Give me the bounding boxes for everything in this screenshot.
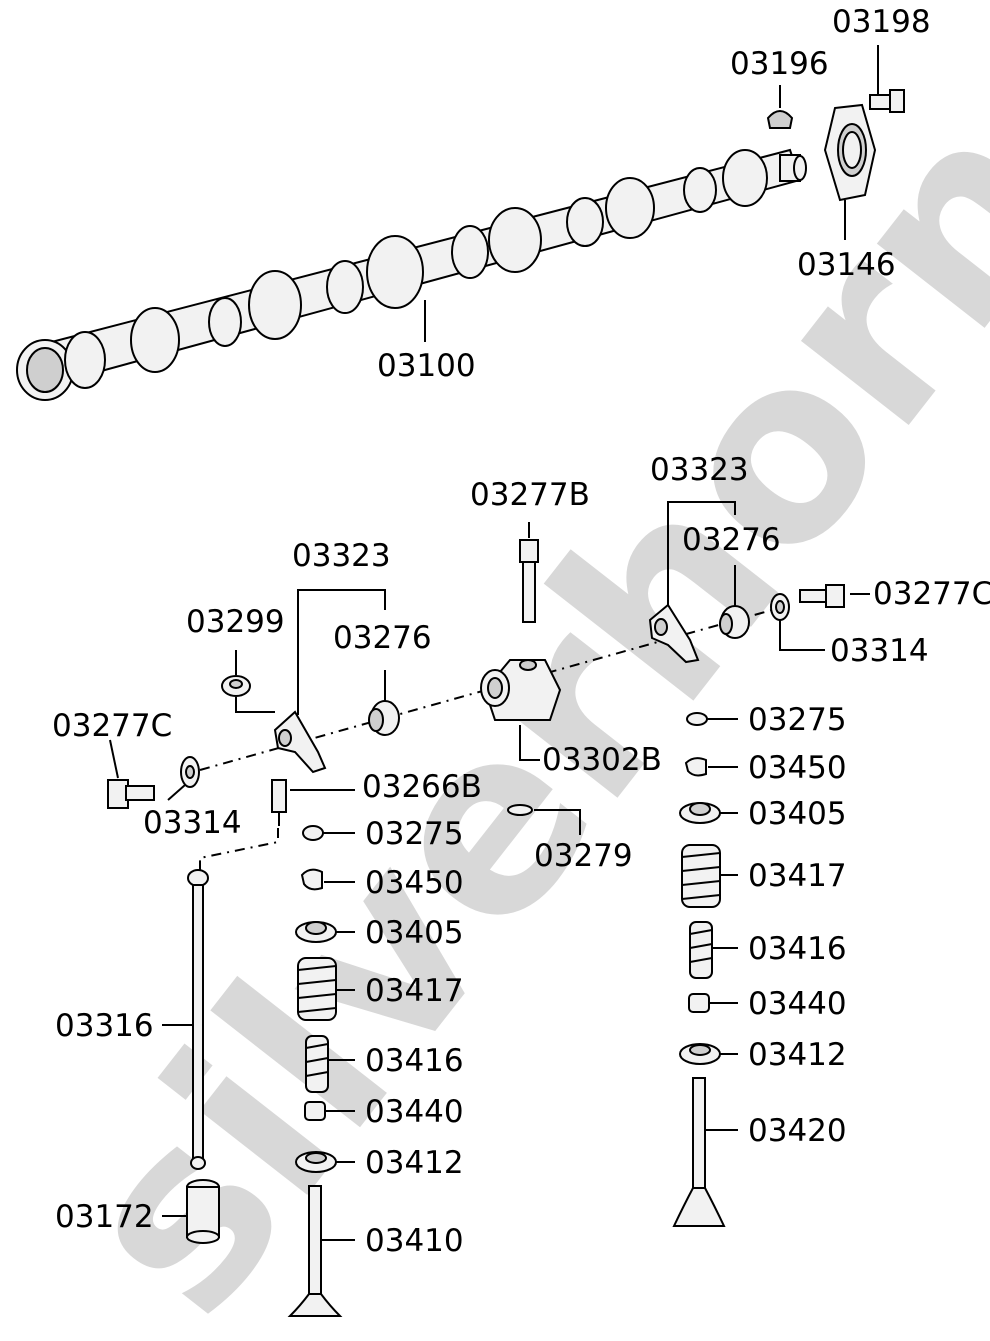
washer-03314-right: [770, 593, 790, 621]
rocker-bracket-03302b: [480, 659, 562, 721]
label-03417-left[interactable]: 03417: [365, 973, 464, 1009]
label-03172[interactable]: 03172: [55, 1199, 154, 1235]
label-03146[interactable]: 03146: [797, 247, 896, 283]
label-03277c-left[interactable]: 03277C: [52, 708, 172, 744]
camshaft-03100: [16, 148, 807, 401]
label-03314-right[interactable]: 03314: [830, 633, 929, 669]
label-03275-left[interactable]: 03275: [365, 816, 464, 852]
label-03416-left[interactable]: 03416: [365, 1043, 464, 1079]
label-03450-left[interactable]: 03450: [365, 865, 464, 901]
label-03266b[interactable]: 03266B: [362, 769, 482, 805]
label-03314-left[interactable]: 03314: [143, 805, 242, 841]
label-03279[interactable]: 03279: [534, 838, 633, 874]
label-03276-right[interactable]: 03276: [682, 522, 781, 558]
label-03405-left[interactable]: 03405: [365, 915, 464, 951]
label-03440-right[interactable]: 03440: [748, 986, 847, 1022]
label-03276-left[interactable]: 03276: [333, 620, 432, 656]
label-03277c-right[interactable]: 03277C: [873, 576, 990, 612]
inner-spring-03416-right: [689, 921, 713, 979]
cap-03275-right: [686, 712, 708, 726]
bolt-03198: [869, 89, 905, 113]
label-03299[interactable]: 03299: [186, 604, 285, 640]
cap-03275-left: [302, 825, 324, 841]
seat-03412-left: [295, 1151, 337, 1173]
valve-03420: [672, 1077, 726, 1227]
label-03277b[interactable]: 03277B: [470, 477, 590, 513]
label-03412-right[interactable]: 03412: [748, 1037, 847, 1073]
spacer-03276-left: [368, 700, 400, 736]
label-03410[interactable]: 03410: [365, 1223, 464, 1259]
part-03279: [507, 804, 533, 816]
seal-03440-left: [304, 1101, 326, 1121]
label-03450-right[interactable]: 03450: [748, 750, 847, 786]
label-03440-left[interactable]: 03440: [365, 1094, 464, 1130]
tappet-03172: [186, 1179, 220, 1244]
label-03316[interactable]: 03316: [55, 1008, 154, 1044]
push-rod-03316: [187, 869, 209, 1170]
key-03196: [766, 110, 794, 129]
thrust-plate-03146: [823, 103, 877, 202]
seat-03412-right: [679, 1043, 721, 1065]
collet-03450-left: [300, 868, 323, 891]
spacer-03276-right: [719, 605, 750, 639]
rocker-arm-right-bore: [654, 618, 668, 636]
label-03416-right[interactable]: 03416: [748, 931, 847, 967]
label-03417-right[interactable]: 03417: [748, 858, 847, 894]
bolt-03277b: [519, 539, 539, 623]
label-03405-right[interactable]: 03405: [748, 796, 847, 832]
label-03198[interactable]: 03198: [832, 4, 931, 40]
label-03196[interactable]: 03196: [730, 46, 829, 82]
label-03412-left[interactable]: 03412: [365, 1145, 464, 1181]
bolt-03277c-left: [107, 779, 155, 809]
bolt-03277c-right: [799, 584, 845, 608]
seal-03440-right: [688, 993, 710, 1013]
label-03302b[interactable]: 03302B: [542, 742, 662, 778]
washer-03314-left: [180, 756, 200, 788]
rocker-arm-left: [273, 710, 327, 774]
label-03275-right[interactable]: 03275: [748, 702, 847, 738]
label-03420[interactable]: 03420: [748, 1113, 847, 1149]
label-03323-left[interactable]: 03323: [292, 538, 391, 574]
nut-03299: [221, 675, 251, 697]
retainer-03405-right: [679, 802, 721, 824]
inner-spring-03416-left: [305, 1035, 329, 1093]
adjusting-screw-03266b: [271, 779, 287, 826]
retainer-03405-left: [295, 921, 337, 943]
label-03323-right[interactable]: 03323: [650, 452, 749, 488]
outer-spring-03417-left: [297, 957, 337, 1021]
outer-spring-03417-right: [681, 844, 721, 908]
collet-03450-right: [684, 757, 707, 777]
valve-03410: [287, 1185, 343, 1317]
rocker-arm-left-bore: [278, 729, 292, 747]
label-03100[interactable]: 03100: [377, 348, 476, 384]
